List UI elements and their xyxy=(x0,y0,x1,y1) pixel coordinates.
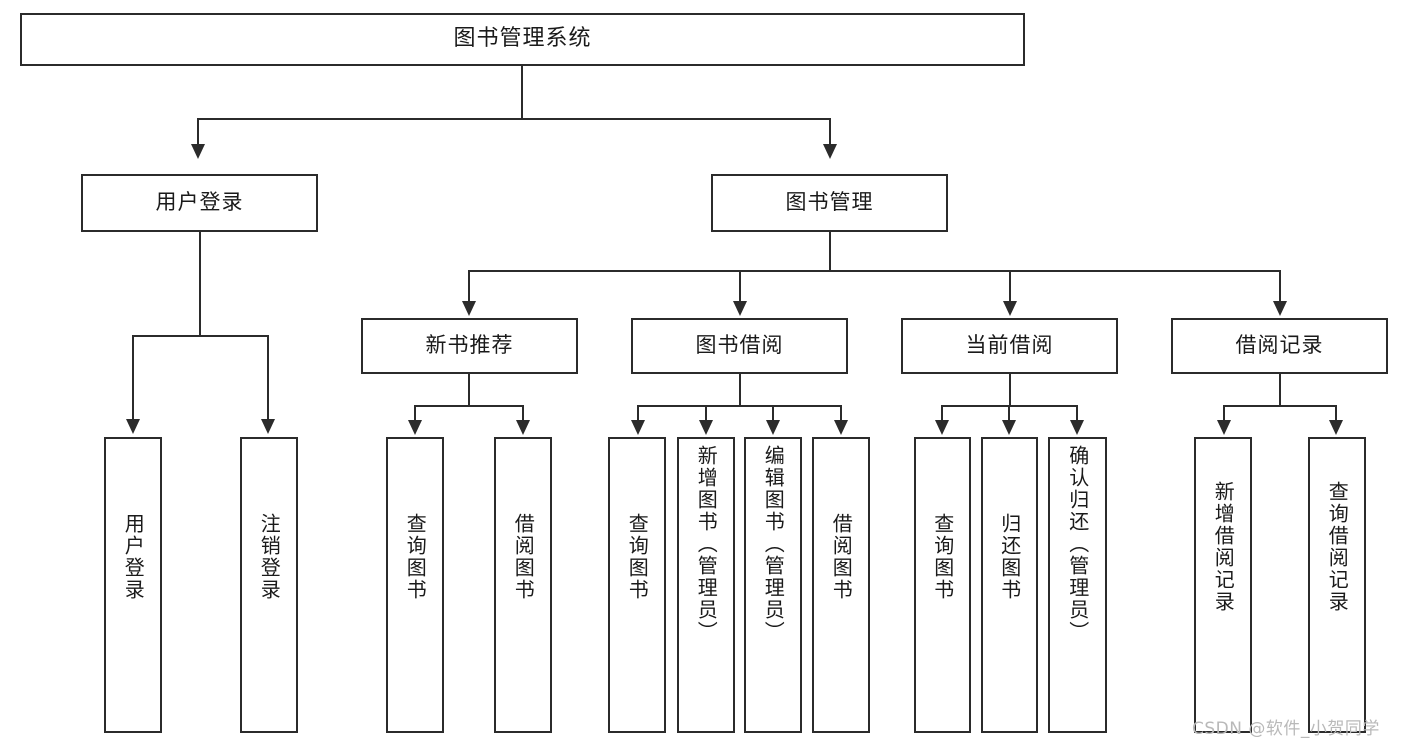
connector-user-login-stem xyxy=(199,232,201,336)
node-label: 图书管理 xyxy=(785,190,874,215)
leaf-label: 新增借阅记录 xyxy=(1211,481,1236,613)
connector-br-drop-1 xyxy=(1223,405,1225,422)
leaf-label: 编辑图书（管理员） xyxy=(761,445,786,643)
node-book-borrow[interactable]: 图书借阅 xyxy=(631,318,848,374)
connector-bb-drop-4 xyxy=(840,405,842,422)
leaf-label: 查询借阅记录 xyxy=(1325,481,1350,613)
leaf-user-login[interactable]: 用户登录 xyxy=(104,437,162,733)
arrowhead-borrow-book xyxy=(733,301,747,316)
connector-cb-drop-2 xyxy=(1008,405,1010,422)
connector-root-bar xyxy=(197,118,831,120)
leaf-confirm-return-admin[interactable]: 确认归还（管理员） xyxy=(1048,437,1107,733)
connector-book-borrow-bar xyxy=(637,405,842,407)
connector-bb-drop-1 xyxy=(637,405,639,422)
node-label: 当前借阅 xyxy=(965,333,1054,358)
arrowhead-current-borrow xyxy=(1003,301,1017,316)
arrowhead-bb-leaf-2 xyxy=(699,420,713,435)
node-book-management[interactable]: 图书管理 xyxy=(711,174,948,232)
leaf-edit-book-admin[interactable]: 编辑图书（管理员） xyxy=(744,437,802,733)
leaf-query-borrow-record[interactable]: 查询借阅记录 xyxy=(1308,437,1366,733)
arrowhead-br-leaf-2 xyxy=(1329,420,1343,435)
arrowhead-bb-leaf-1 xyxy=(631,420,645,435)
arrowhead-cb-leaf-2 xyxy=(1002,420,1016,435)
arrowhead-cb-leaf-3 xyxy=(1070,420,1084,435)
arrowhead-book-mgmt xyxy=(823,144,837,159)
node-label: 用户登录 xyxy=(155,190,244,215)
leaf-add-borrow-record[interactable]: 新增借阅记录 xyxy=(1194,437,1252,733)
arrowhead-user-login xyxy=(191,144,205,159)
arrowhead-bb-leaf-3 xyxy=(766,420,780,435)
leaf-return-book[interactable]: 归还图书 xyxy=(981,437,1038,733)
connector-borrow-record-bar xyxy=(1223,405,1337,407)
leaf-query-book-current[interactable]: 查询图书 xyxy=(914,437,971,733)
node-label: 借阅记录 xyxy=(1235,333,1324,358)
leaf-label: 用户登录 xyxy=(121,513,146,601)
connector-book-mgmt-drop-2 xyxy=(739,270,741,303)
connector-root-to-user-login xyxy=(197,118,199,146)
leaf-add-book-admin[interactable]: 新增图书（管理员） xyxy=(677,437,735,733)
leaf-query-book-borrow[interactable]: 查询图书 xyxy=(608,437,666,733)
connector-book-mgmt-stem xyxy=(829,232,831,272)
leaf-borrow-book[interactable]: 借阅图书 xyxy=(812,437,870,733)
leaf-label: 查询图书 xyxy=(625,513,650,601)
leaf-label: 查询图书 xyxy=(403,513,428,601)
connector-book-mgmt-drop-3 xyxy=(1009,270,1011,303)
connector-user-login-drop-1 xyxy=(132,335,134,421)
node-root-system[interactable]: 图书管理系统 xyxy=(20,13,1025,66)
leaf-logout[interactable]: 注销登录 xyxy=(240,437,298,733)
leaf-label: 查询图书 xyxy=(930,513,955,601)
connector-book-borrow-stem xyxy=(739,374,741,407)
connector-new-book-bar xyxy=(414,405,524,407)
connector-book-mgmt-bar xyxy=(468,270,1280,272)
connector-new-book-drop-2 xyxy=(522,405,524,422)
node-label: 图书借阅 xyxy=(695,333,784,358)
connector-user-login-drop-2 xyxy=(267,335,269,421)
connector-root-stem xyxy=(521,66,523,119)
leaf-label: 新增图书（管理员） xyxy=(694,445,719,643)
leaf-borrow-book-new[interactable]: 借阅图书 xyxy=(494,437,552,733)
connector-cb-drop-3 xyxy=(1076,405,1078,422)
connector-book-mgmt-drop-1 xyxy=(468,270,470,303)
arrowhead-cb-leaf-1 xyxy=(935,420,949,435)
connector-bb-drop-2 xyxy=(705,405,707,422)
arrowhead-leaf-user-login xyxy=(126,419,140,434)
node-user-login[interactable]: 用户登录 xyxy=(81,174,318,232)
connector-borrow-record-stem xyxy=(1279,374,1281,407)
node-current-borrow[interactable]: 当前借阅 xyxy=(901,318,1118,374)
arrowhead-leaf-logout xyxy=(261,419,275,434)
connector-new-book-drop-1 xyxy=(414,405,416,422)
node-borrow-record[interactable]: 借阅记录 xyxy=(1171,318,1388,374)
arrowhead-bb-leaf-4 xyxy=(834,420,848,435)
connector-br-drop-2 xyxy=(1335,405,1337,422)
leaf-query-book-new[interactable]: 查询图书 xyxy=(386,437,444,733)
connector-book-mgmt-drop-4 xyxy=(1279,270,1281,303)
connector-root-to-book-mgmt xyxy=(829,118,831,146)
arrowhead-borrow-record xyxy=(1273,301,1287,316)
arrowhead-nb-leaf-2 xyxy=(516,420,530,435)
leaf-label: 归还图书 xyxy=(997,513,1022,601)
connector-new-book-stem xyxy=(468,374,470,407)
leaf-label: 注销登录 xyxy=(257,513,282,601)
arrowhead-br-leaf-1 xyxy=(1217,420,1231,435)
leaf-label: 确认归还（管理员） xyxy=(1065,445,1090,643)
leaf-label: 借阅图书 xyxy=(829,513,854,601)
node-label: 新书推荐 xyxy=(425,333,514,358)
connector-cb-drop-1 xyxy=(941,405,943,422)
connector-user-login-bar xyxy=(132,335,269,337)
node-new-book-recommend[interactable]: 新书推荐 xyxy=(361,318,578,374)
arrowhead-new-book xyxy=(462,301,476,316)
leaf-label: 借阅图书 xyxy=(511,513,536,601)
connector-current-borrow-stem xyxy=(1009,374,1011,407)
arrowhead-nb-leaf-1 xyxy=(408,420,422,435)
node-label: 图书管理系统 xyxy=(453,26,592,52)
connector-bb-drop-3 xyxy=(772,405,774,422)
